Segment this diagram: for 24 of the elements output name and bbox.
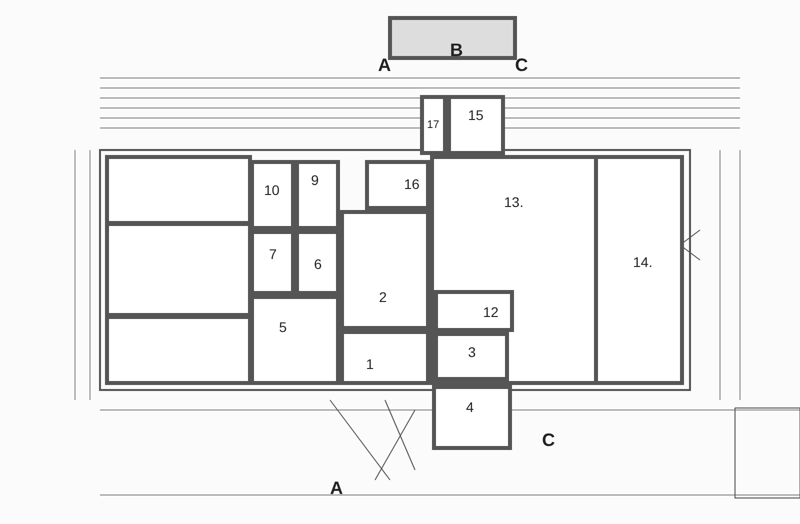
room-number: 15 bbox=[468, 107, 484, 123]
room bbox=[432, 385, 512, 450]
room-number: 14. bbox=[633, 254, 652, 270]
section-mark: C bbox=[515, 55, 528, 76]
room bbox=[105, 222, 252, 317]
section-mark: C bbox=[542, 430, 555, 451]
room-number: 4 bbox=[466, 399, 474, 415]
room-number: 9 bbox=[311, 172, 319, 188]
room-number: 13. bbox=[504, 194, 524, 210]
room-number: 5 bbox=[279, 319, 287, 335]
room-number: 2 bbox=[379, 289, 387, 305]
room-number: 7 bbox=[269, 246, 277, 262]
section-mark: A bbox=[378, 55, 391, 76]
section-mark: A bbox=[330, 478, 343, 499]
section-mark: B bbox=[450, 40, 463, 61]
room-number: 1 bbox=[366, 356, 374, 372]
room bbox=[105, 155, 252, 225]
room-number: 17 bbox=[427, 119, 440, 131]
room bbox=[105, 315, 252, 385]
room-number: 12 bbox=[483, 304, 499, 320]
room-number: 6 bbox=[314, 256, 322, 272]
room-number: 10 bbox=[264, 182, 280, 198]
room-number: 3 bbox=[468, 344, 476, 360]
room-number: 16 bbox=[404, 176, 420, 192]
